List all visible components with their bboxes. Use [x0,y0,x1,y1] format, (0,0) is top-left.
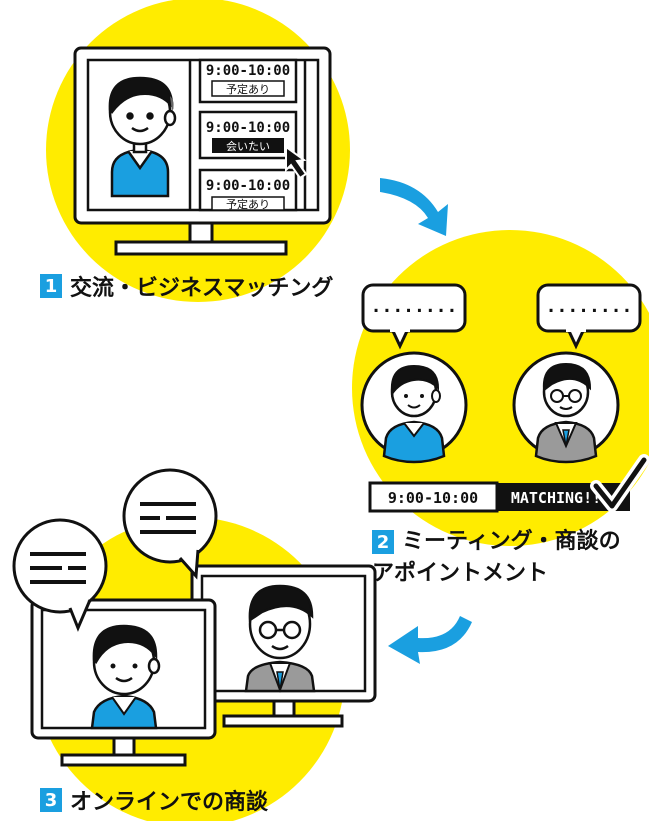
person-circle-right [512,351,620,464]
step1-caption: 1 交流・ビジネスマッチング [40,270,333,302]
step2-caption: 2 ミーティング・商談の アポイントメント [372,526,621,590]
slot-status: 会いたい [226,140,270,153]
slot-status: 予定あり [226,197,270,211]
schedule-slot: 9:00-10:00 予定あり [198,58,298,104]
step1-person [108,76,177,198]
speech-dots: ........ [546,296,633,317]
matching-status: MATCHING!! [511,489,601,507]
step-number-badge: 3 [40,788,62,812]
flow-arrow-icon [380,178,448,236]
speech-bubble-round-left [12,518,108,632]
step3-caption: 3 オンラインでの商談 [40,784,268,816]
speech-dots: ........ [371,296,458,317]
speech-bubble-right: ........ [536,283,642,350]
slot-time: 9:00-10:00 [206,63,290,79]
person-circle-left [360,351,468,464]
step-label-line2: アポイントメント [372,561,549,586]
step-number-badge: 1 [40,274,62,298]
remote-person [244,584,316,693]
speech-bubble-left: ........ [361,283,467,350]
speech-bubble-round-right [122,468,218,580]
schedule-panel: 9:00-10:00 予定あり 9:00-10:00 会いたい 9:00-10:… [188,58,307,212]
slot-time: 9:00-10:00 [206,120,290,136]
schedule-slot-selected[interactable]: 9:00-10:00 会いたい [198,110,298,160]
slot-time: 9:00-10:00 [206,178,290,194]
step-number-badge: 2 [372,530,394,554]
step-label: オンラインでの商談 [70,790,269,815]
step-label-line1: ミーティング・商談の [402,529,621,554]
step-label: 交流・ビジネスマッチング [70,276,334,301]
flow-arrow-icon [388,616,472,664]
local-person [90,624,161,730]
cursor-arrow-icon [285,145,308,180]
slot-status: 予定あり [226,82,270,96]
schedule-slot: 9:00-10:00 予定あり [198,168,298,212]
matching-time: 9:00-10:00 [388,489,478,507]
